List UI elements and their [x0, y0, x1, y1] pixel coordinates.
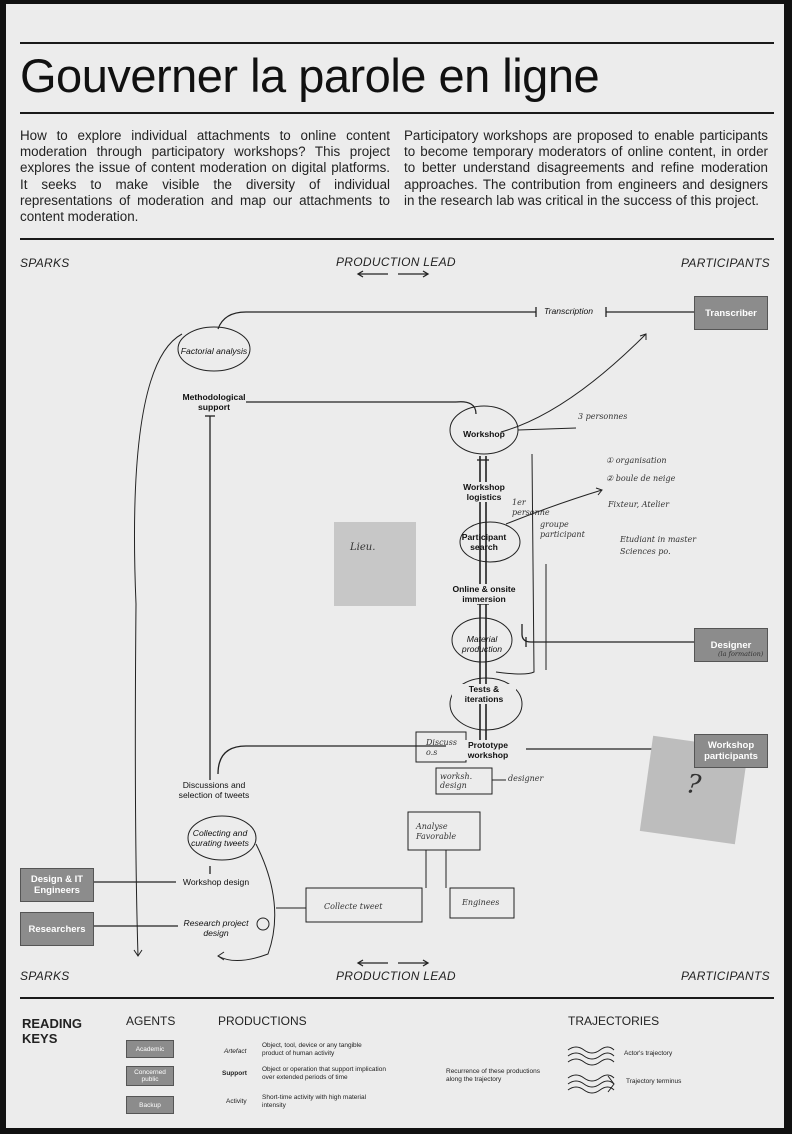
agent-transcriber: Transcriber	[694, 296, 768, 330]
hand-premier: 1er personne	[512, 498, 550, 517]
hand-analyse: Analyse Favorable	[416, 822, 457, 841]
lane-participants-bottom: PARTICIPANTS	[681, 969, 770, 983]
node-tests-iterations: Tests & iterations	[452, 684, 516, 704]
intro-right: Participatory workshops are proposed to …	[404, 128, 768, 208]
node-workshop-design: Workshop design	[176, 877, 256, 887]
key-agent-backup: Backup	[126, 1096, 174, 1114]
hand-groupe: groupe participant	[540, 520, 585, 539]
agent-researchers: Researchers	[20, 912, 94, 946]
hand-boule: ② boule de neige	[606, 474, 676, 483]
key-agent-concerned: Concerned public	[126, 1066, 174, 1086]
key-support-desc: Object or operation that support implica…	[262, 1066, 386, 1081]
key-artefact-desc: Object, tool, device or any tangible pro…	[262, 1042, 362, 1057]
poster: Gouverner la parole en ligne How to expl…	[6, 4, 784, 1128]
hand-etudiant: Etudiant in master Sciences po.	[620, 535, 697, 556]
key-actor-trajectory: Actor's trajectory	[624, 1050, 673, 1057]
hand-personnes: 3 personnes	[578, 412, 628, 421]
node-online-onsite-immersion: Online & onsite immersion	[442, 584, 526, 604]
node-factorial-analysis: Factorial analysis	[180, 346, 248, 356]
hand-discuss: Discuss o.s	[426, 738, 457, 757]
page-title: Gouverner la parole en ligne	[20, 49, 600, 102]
hand-formation: (la formation)	[718, 650, 764, 658]
node-workshop: Workshop	[463, 429, 505, 439]
key-heading: READING KEYS	[22, 1016, 82, 1046]
lane-production-lead-top: PRODUCTION LEAD	[336, 255, 456, 269]
node-participant-search: Participant search	[461, 532, 507, 552]
hand-enginees: Enginees	[462, 898, 500, 907]
lane-production-lead-bottom: PRODUCTION LEAD	[336, 969, 456, 983]
node-prototype-workshop: Prototype workshop	[456, 740, 520, 760]
agent-designer: Designer	[694, 628, 768, 662]
key-agent-academic: Academic	[126, 1040, 174, 1058]
key-support: Support	[222, 1070, 247, 1077]
key-agents-heading: AGENTS	[126, 1014, 176, 1028]
sticky-text-lieu: Lieu.	[350, 542, 376, 553]
node-collecting-curating: Collecting and curating tweets	[191, 828, 249, 848]
top-rule	[20, 42, 774, 44]
lane-participants-top: PARTICIPANTS	[681, 256, 770, 270]
key-recurrence: Recurrence of these productions along th…	[446, 1068, 540, 1083]
agent-workshop-participants: Workshop participants	[694, 734, 768, 768]
key-rule	[20, 997, 774, 999]
key-productions-heading: PRODUCTIONS	[218, 1014, 307, 1028]
node-research-project-design: Research project design	[183, 918, 249, 938]
hand-collecte: Collecte tweet	[324, 902, 383, 911]
key-trajectory-terminus: Trajectory terminus	[626, 1078, 682, 1085]
sticky-note-lieu: Lieu.	[334, 522, 416, 606]
node-transcription: Transcription	[540, 306, 598, 316]
diagram-lines	[76, 270, 694, 1094]
key-artefact: Artefact	[224, 1048, 247, 1055]
node-workshop-logistics: Workshop logistics	[452, 482, 516, 502]
key-activity: Activity	[226, 1098, 247, 1105]
hand-fixteur: Fixteur, Atelier	[608, 500, 670, 509]
lane-sparks-top: SPARKS	[20, 256, 70, 270]
key-activity-desc: Short-time activity with high material i…	[262, 1094, 367, 1109]
agent-design-it-engineers: Design & IT Engineers	[20, 868, 94, 902]
hand-worksh-design: worksh. design	[440, 772, 473, 790]
node-material-production: Material production	[461, 634, 503, 654]
lane-sparks-bottom: SPARKS	[20, 969, 70, 983]
node-discussions-selection: Discussions and selection of tweets	[174, 780, 254, 800]
intro-rule	[20, 238, 774, 240]
hand-organisation: ① organisation	[606, 456, 667, 465]
node-methodological-support: Methodological support	[182, 392, 246, 412]
sticky-text-question: ?	[684, 769, 703, 801]
title-rule	[20, 112, 774, 114]
intro-left: How to explore individual attachments to…	[20, 128, 390, 225]
hand-designer: designer	[508, 774, 544, 783]
key-trajectories-heading: TRAJECTORIES	[568, 1014, 660, 1028]
